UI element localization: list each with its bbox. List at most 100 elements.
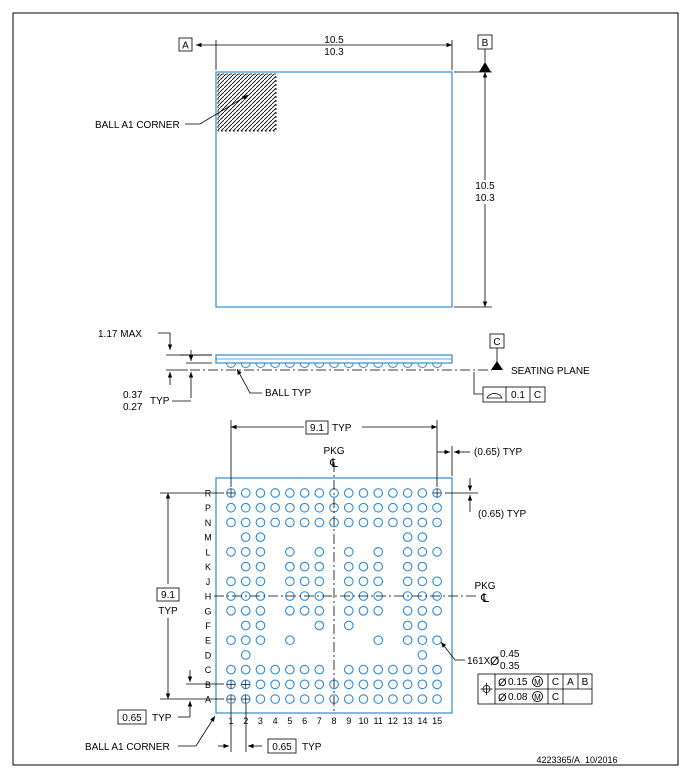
ball-N14 <box>417 517 428 528</box>
ball-K13 <box>402 561 413 572</box>
side-ball <box>314 362 325 368</box>
ball-A14 <box>417 694 428 704</box>
ball-R13 <box>402 488 413 498</box>
centerline-symbol-top: ℄ <box>329 456 338 470</box>
ball-L9 <box>343 547 354 557</box>
position-icon <box>480 683 493 695</box>
ball-E1 <box>226 635 236 646</box>
span-box-vertical <box>156 587 180 602</box>
height-max-label: 1.17 MAX <box>98 329 142 340</box>
pitch-typ-bottom: TYP <box>302 742 322 753</box>
ball-P12 <box>388 502 398 513</box>
ball-J14 <box>417 576 428 587</box>
ball-K9 <box>343 561 354 572</box>
ball-K7 <box>314 561 325 572</box>
ball-P6 <box>299 502 310 513</box>
ball-P4 <box>270 502 281 513</box>
ball-A10 <box>358 694 369 704</box>
side-ball <box>432 362 443 368</box>
ball-J10 <box>358 576 369 587</box>
span-value-vertical: 9.1 <box>161 590 175 601</box>
datum-b: B <box>482 38 489 49</box>
side-ball <box>373 362 384 368</box>
side-view: 1.17 MAX 0.37 0.27 TYP BALL TYP C SEATIN… <box>98 329 590 413</box>
datum-a-box <box>178 37 193 52</box>
profile-surface-icon <box>486 393 503 399</box>
ball-F13 <box>402 620 413 631</box>
ball-C15 <box>432 664 442 675</box>
ball-J13 <box>402 576 413 587</box>
ball-G2 <box>240 605 251 616</box>
ball-K2 <box>240 561 251 572</box>
ball-E13 <box>402 635 413 646</box>
flatness-datum: C <box>534 390 541 401</box>
ball-C4 <box>270 664 281 675</box>
ball-J5 <box>285 576 295 587</box>
ball-R10 <box>358 488 369 498</box>
ball-B3 <box>255 679 266 690</box>
corner-offset-top: (0.65) TYP <box>474 447 522 458</box>
ball-L3 <box>255 547 266 557</box>
ball-a1-corner-label-top: BALL A1 CORNER <box>95 120 180 131</box>
ball-J7 <box>314 576 325 587</box>
fcf-2-tol: 0.08 <box>508 692 528 703</box>
row-label-B: B <box>205 680 211 690</box>
col-label-6: 6 <box>302 716 307 726</box>
ball-J6 <box>299 576 310 587</box>
ball-C10 <box>358 664 369 675</box>
drawing-date: 10/2016 <box>585 755 618 765</box>
ball-R11 <box>373 488 384 498</box>
ball-height-typ: TYP <box>150 396 170 407</box>
pitch-typ-left: TYP <box>152 713 172 724</box>
ball-C5 <box>285 664 295 675</box>
ball-R14 <box>417 488 428 498</box>
ball-G1 <box>226 605 236 616</box>
col-label-8: 8 <box>332 716 337 726</box>
ball-E14 <box>417 635 428 646</box>
ball-J2 <box>240 576 251 587</box>
ball-P10 <box>358 502 369 513</box>
pitch-value-left: 0.65 <box>122 713 142 724</box>
fcf-1-d2: A <box>567 677 574 688</box>
ball-F2 <box>240 620 251 631</box>
ball-M3 <box>255 532 266 543</box>
col-label-14: 14 <box>417 716 427 726</box>
ball-K5 <box>285 561 295 572</box>
ball-J11 <box>373 576 384 587</box>
span-value-horizontal: 9.1 <box>310 423 324 434</box>
ball-B10 <box>358 679 369 690</box>
ball-P14 <box>417 502 428 513</box>
col-label-4: 4 <box>273 716 278 726</box>
ball-L14 <box>417 547 428 557</box>
col-label-13: 13 <box>403 716 413 726</box>
ball-G13 <box>402 605 413 616</box>
ball-C13 <box>402 664 413 675</box>
ball-C2 <box>240 664 251 675</box>
ball-J15 <box>432 576 442 587</box>
row-label-G: G <box>204 606 211 616</box>
ball-a1-corner-label-bottom: BALL A1 CORNER <box>85 742 170 753</box>
fcf-1-mmc: M <box>534 678 541 687</box>
ball-R2 <box>240 488 251 498</box>
datum-a: A <box>182 41 189 52</box>
ball-diameter-max: 0.45 <box>500 649 520 660</box>
ball-K6 <box>299 561 310 572</box>
ball-D2 <box>240 650 251 660</box>
ball-C7 <box>314 664 325 675</box>
ball-K14 <box>417 561 428 572</box>
ball-N5 <box>285 517 295 528</box>
side-ball <box>417 362 428 368</box>
col-label-9: 9 <box>346 716 351 726</box>
ball-L2 <box>240 547 251 557</box>
span-box-horizontal <box>305 420 329 435</box>
ball-M13 <box>402 532 413 543</box>
ball-G14 <box>417 605 428 616</box>
ball-P3 <box>255 502 266 513</box>
flatness-value: 0.1 <box>511 390 525 401</box>
ball-N11 <box>373 517 384 528</box>
ball-G9 <box>343 605 354 616</box>
ball-P15 <box>432 502 442 513</box>
ball-G11 <box>373 605 384 616</box>
ball-N10 <box>358 517 369 528</box>
pitch-value-bottom: 0.65 <box>272 742 292 753</box>
